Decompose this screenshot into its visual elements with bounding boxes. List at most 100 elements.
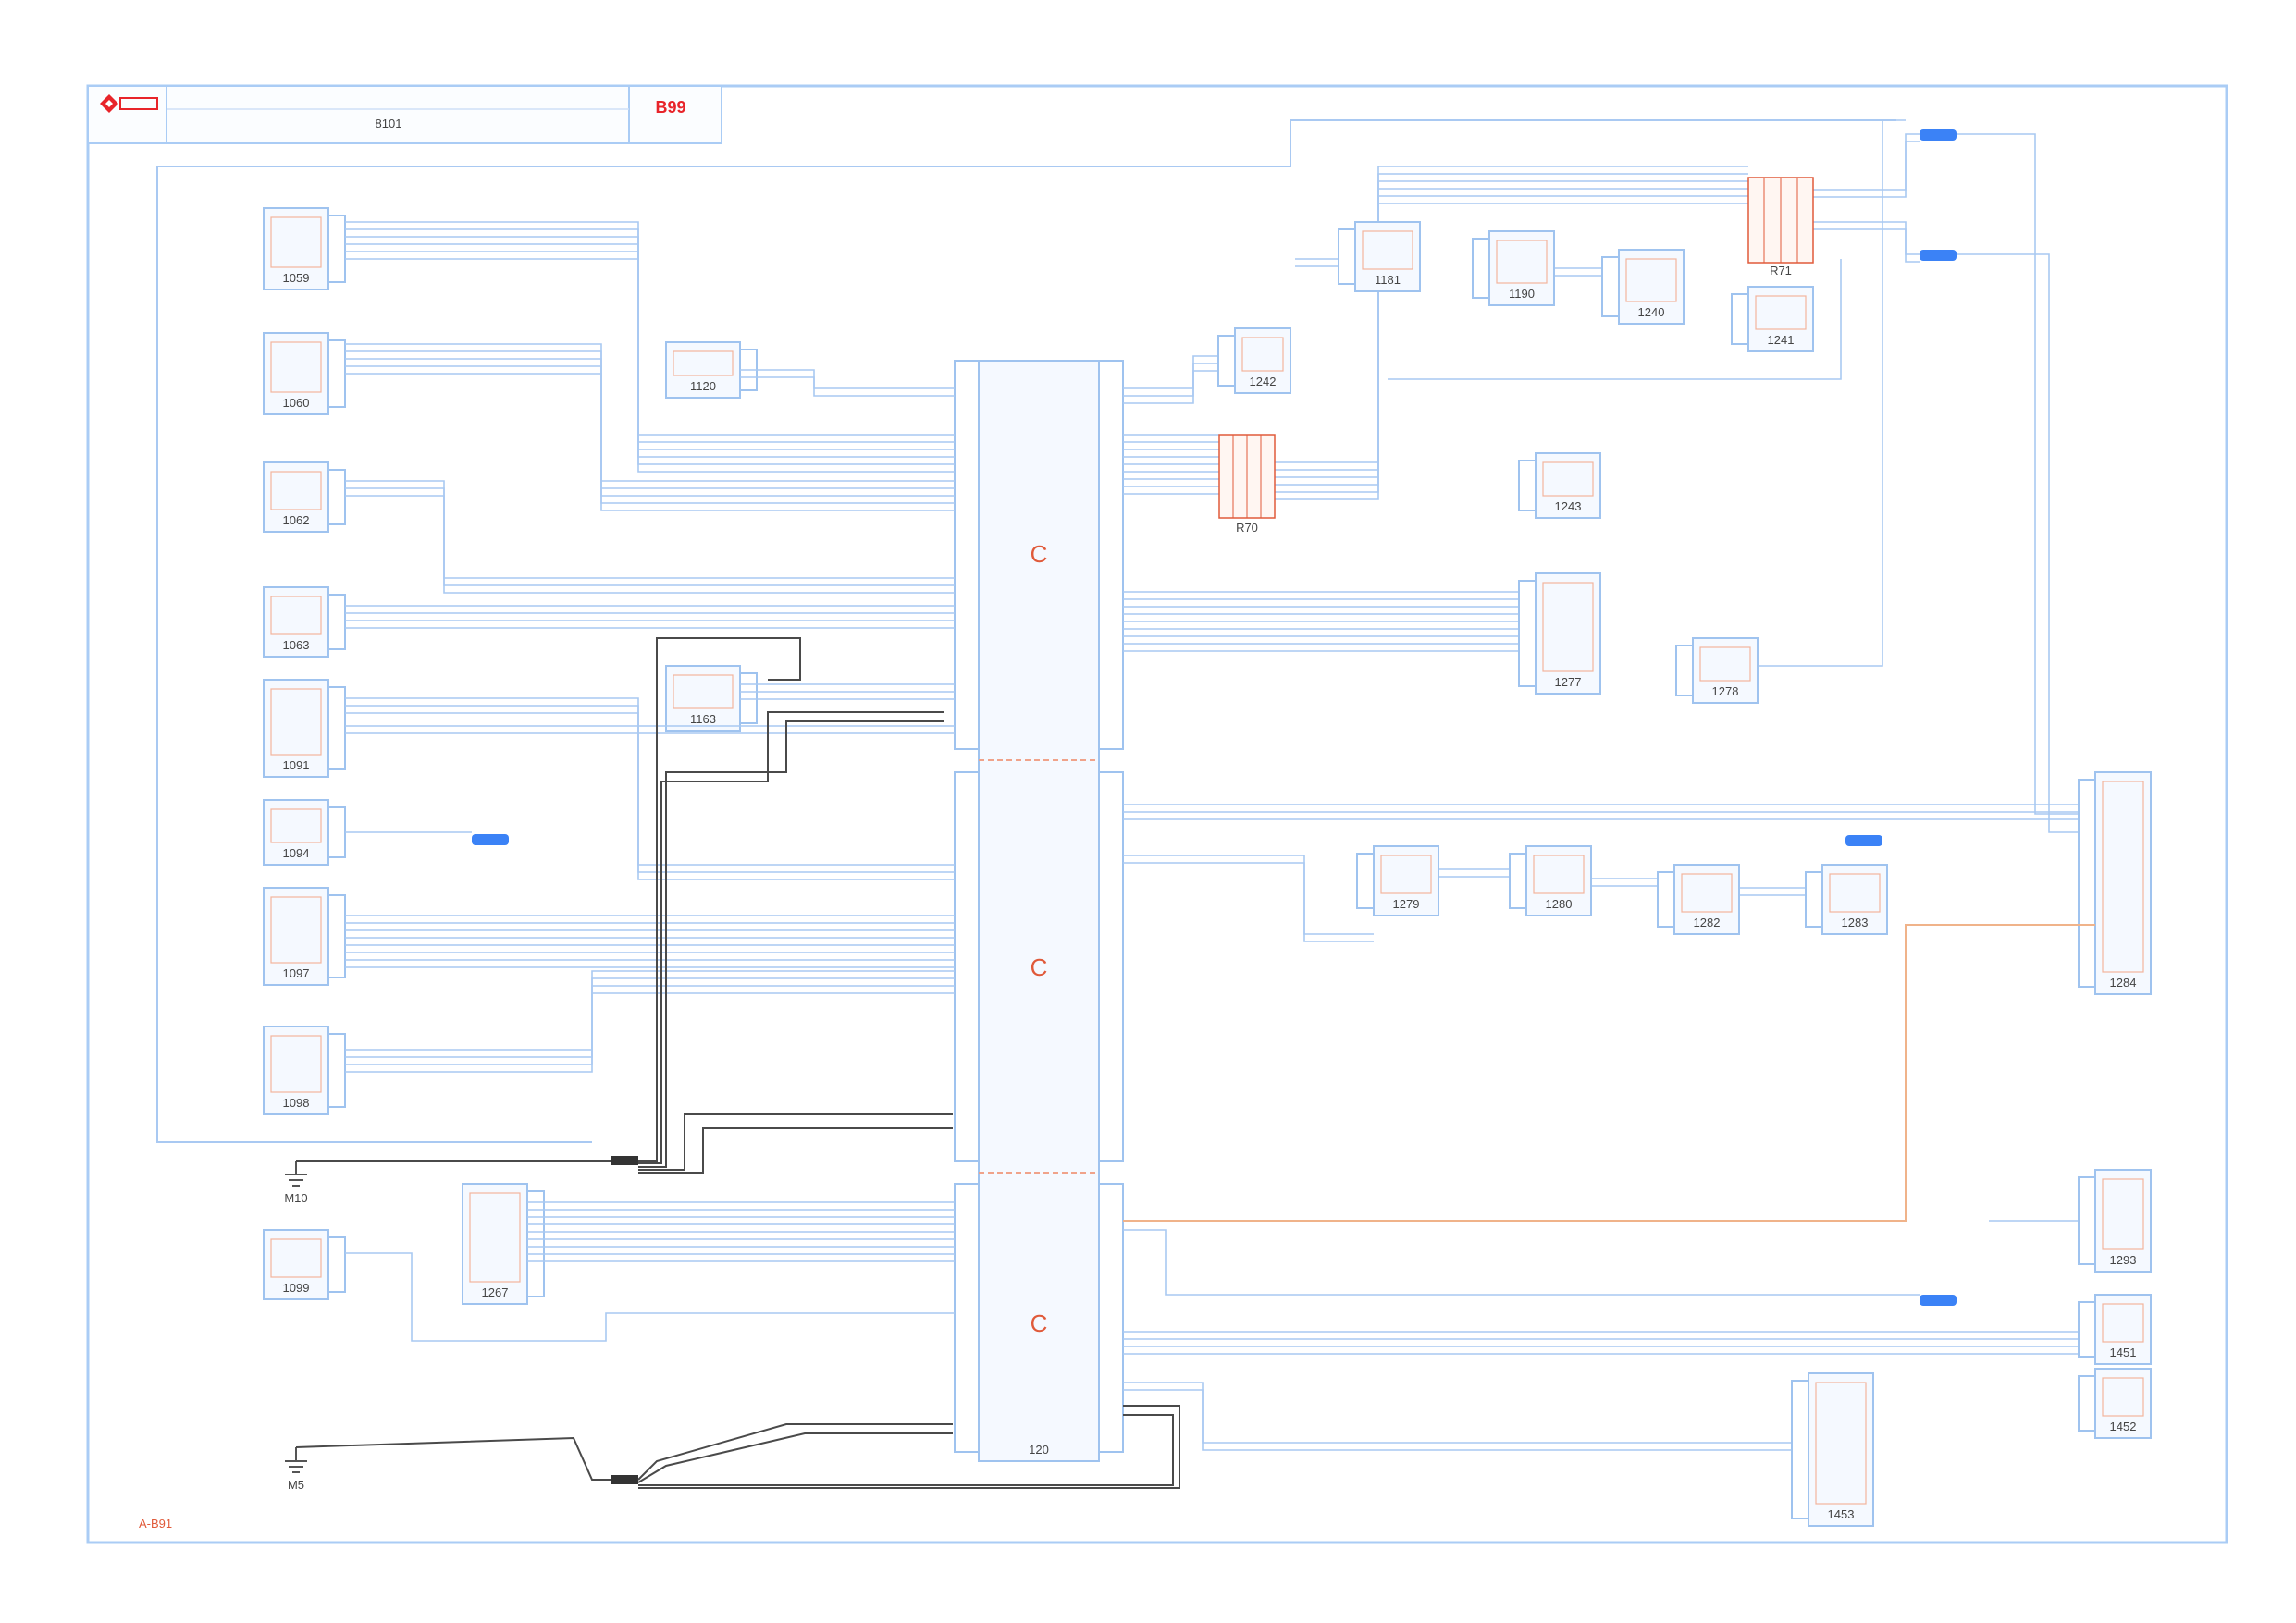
fuse-block-r70-label: R70 [1236, 521, 1258, 535]
ecu-section-label-1: C [1031, 540, 1048, 568]
component-1063: 1063 [263, 586, 346, 658]
renault-logo-icon [100, 94, 158, 113]
component-1091: 1091 [263, 679, 346, 778]
wire-bundle-1242 [1388, 259, 1842, 380]
component-1059: 1059 [263, 207, 346, 290]
ground-m10-label: M10 [284, 1191, 307, 1205]
footer-ref: A-B91 [139, 1517, 172, 1531]
component-1278: 1278 [1675, 637, 1759, 704]
central-ecu: C C C 120 [954, 360, 1124, 1462]
component-1452-ref: 1452 [2110, 1420, 2137, 1433]
wire-bundle-1283-a [1123, 804, 2095, 820]
component-1098: 1098 [263, 1026, 346, 1115]
ecu-ref: 120 [1029, 1443, 1049, 1457]
wire-bundle-1059 [345, 221, 955, 473]
component-1279: 1279 [1356, 845, 1439, 916]
component-1293-ref: 1293 [2110, 1253, 2137, 1267]
component-1190: 1190 [1472, 230, 1555, 306]
wire-bundle-r70 [1123, 434, 1219, 495]
component-1181: 1181 [1338, 221, 1421, 292]
component-1091-ref: 1091 [283, 758, 310, 772]
wire-bundle-1163 [740, 683, 955, 700]
component-1097: 1097 [263, 887, 346, 986]
component-1283-ref: 1283 [1842, 916, 1869, 929]
component-1060: 1060 [263, 332, 346, 415]
component-1267: 1267 [462, 1183, 545, 1305]
component-1279-ref: 1279 [1393, 897, 1420, 911]
component-1283: 1283 [1805, 864, 1888, 935]
wire-bundle-1267 [527, 1201, 955, 1262]
wire-bundle-r71-a [1813, 133, 1920, 198]
component-1267-ref: 1267 [482, 1285, 509, 1299]
component-1293: 1293 [2078, 1169, 2152, 1273]
wire-bundle-1277 [1123, 855, 1374, 942]
wire-bundle-r71-b [1813, 221, 1920, 263]
component-1451-ref: 1451 [2110, 1346, 2137, 1359]
component-1280: 1280 [1509, 845, 1592, 916]
component-1277-ref: 1277 [1555, 675, 1582, 689]
wire-bundle-1190 [1758, 119, 1906, 667]
component-1284-ref: 1284 [2110, 976, 2137, 990]
wire-bundle-1062 [345, 480, 955, 594]
component-1120-ref: 1120 [690, 379, 716, 393]
title-block: 8101 B99 [87, 85, 722, 144]
component-1094-ref: 1094 [283, 846, 310, 860]
wire-bundle-1452 [1123, 1331, 2095, 1355]
component-1243-ref: 1243 [1555, 499, 1582, 513]
component-1242-ref: 1242 [1250, 375, 1277, 388]
diagram-code: B99 [655, 98, 685, 117]
wire-bundle-1240 [1123, 355, 1235, 404]
wire-bundle-1091 [345, 697, 955, 880]
orange-signal-wire [1123, 924, 2095, 1222]
ground-m5-label: M5 [288, 1478, 304, 1492]
component-1060-ref: 1060 [283, 396, 310, 410]
component-1094: 1094 [263, 799, 346, 866]
wire-bundle-1060 [345, 343, 955, 511]
ground-m10: M10 [284, 1161, 308, 1205]
component-1190-ref: 1190 [1509, 287, 1535, 301]
splice-connectors [472, 129, 1957, 1306]
component-1181-ref: 1181 [1375, 273, 1401, 287]
component-1120: 1120 [665, 341, 758, 399]
component-1242: 1242 [1217, 327, 1291, 394]
component-1098-ref: 1098 [283, 1096, 310, 1110]
component-1163: 1163 [665, 665, 758, 732]
component-1451: 1451 [2078, 1294, 2152, 1365]
ground-m5: M5 [285, 1447, 307, 1492]
component-1097-ref: 1097 [283, 966, 310, 980]
component-1243: 1243 [1518, 452, 1601, 519]
wire-bundle-1120 [740, 369, 955, 397]
wire-bundle-1097 [345, 915, 955, 968]
component-1099-ref: 1099 [283, 1281, 310, 1295]
component-1453-ref: 1453 [1828, 1507, 1855, 1521]
wire-bundle-1063 [345, 605, 955, 629]
ecu-section-label-2: C [1031, 953, 1048, 981]
fuse-block-r70: R70 [1218, 434, 1276, 535]
component-1278-ref: 1278 [1712, 684, 1739, 698]
component-1240: 1240 [1601, 249, 1685, 325]
wire-bundle-splice-2 [1957, 253, 2095, 833]
sheet-ref: 8101 [376, 117, 402, 130]
component-1240-ref: 1240 [1638, 305, 1665, 319]
component-1280-ref: 1280 [1546, 897, 1573, 911]
diagram-frame [86, 84, 2228, 1544]
component-1063-ref: 1063 [283, 638, 310, 652]
component-1059-ref: 1059 [283, 271, 310, 285]
component-1452: 1452 [2078, 1368, 2152, 1439]
component-1277: 1277 [1518, 572, 1601, 695]
component-1099: 1099 [263, 1229, 346, 1300]
component-1163-ref: 1163 [690, 712, 716, 726]
wire-bundle-1293 [1123, 1382, 1808, 1451]
component-1062-ref: 1062 [283, 513, 310, 527]
component-1453: 1453 [1791, 1372, 1874, 1527]
wire-bundle-1099 [345, 1252, 955, 1342]
wire-bundle-splice-1 [1957, 133, 2095, 815]
wire-bundle-1098 [345, 970, 955, 1073]
fuse-block-r71-label: R71 [1770, 264, 1792, 277]
component-1062: 1062 [263, 461, 346, 533]
fuse-block-r71: R71 [1747, 177, 1814, 277]
component-1241: 1241 [1731, 286, 1814, 352]
component-1282-ref: 1282 [1694, 916, 1721, 929]
component-1282: 1282 [1657, 864, 1740, 935]
wire-bundle-r70-r71 [1275, 166, 1748, 500]
